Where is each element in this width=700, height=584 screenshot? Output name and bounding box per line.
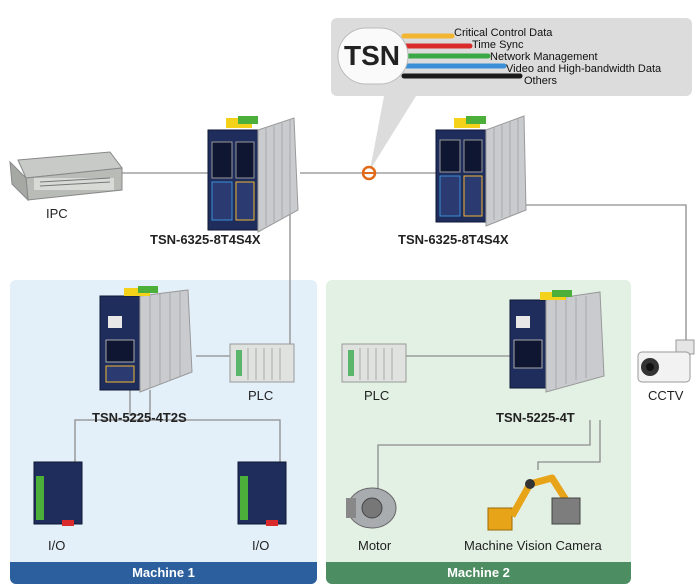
core-switch-right-label: TSN-6325-8T4S4X <box>398 232 509 247</box>
edge-switch-left-label: TSN-5225-4T2S <box>92 410 187 425</box>
motor-label: Motor <box>358 538 392 553</box>
motor-graphic <box>346 487 397 529</box>
legend-item-time-sync: Time Sync <box>472 39 524 51</box>
plc-right-graphic <box>341 343 407 383</box>
io-right-label: I/O <box>252 538 270 553</box>
cctv-label: CCTV <box>648 388 684 403</box>
edge-switch-right-label: TSN-5225-4T <box>496 410 575 425</box>
ipc-label: IPC <box>46 206 68 221</box>
legend-item-critical-control: Critical Control Data <box>454 27 553 39</box>
tsn-badge: TSN <box>344 40 400 71</box>
machine1-label: Machine 1 <box>10 562 317 584</box>
machine2-label: Machine 2 <box>326 562 631 584</box>
io-left-label: I/O <box>48 538 66 553</box>
cctv-graphic <box>637 339 695 383</box>
io-right-graphic <box>237 461 287 526</box>
plc-left-graphic <box>229 343 295 383</box>
core-switch-right-graphic <box>435 115 527 227</box>
edge-switch-left-graphic <box>99 286 193 393</box>
legend-item-video: Video and High-bandwidth Data <box>506 63 662 75</box>
plc-left-label: PLC <box>248 388 274 403</box>
legend-item-others: Others <box>524 75 558 87</box>
robot-camera-graphic <box>487 474 581 531</box>
core-switch-left-label: TSN-6325-8T4S4X <box>150 232 261 247</box>
io-left-graphic <box>33 461 83 526</box>
tsn-cable-bundle <box>337 27 523 85</box>
ipc-device <box>9 151 123 202</box>
camera-label: Machine Vision Camera <box>464 538 602 553</box>
legend-item-network-management: Network Management <box>490 51 598 63</box>
core-switch-left-graphic <box>207 116 299 233</box>
edge-switch-right-graphic <box>509 290 605 393</box>
plc-right-label: PLC <box>364 388 390 403</box>
